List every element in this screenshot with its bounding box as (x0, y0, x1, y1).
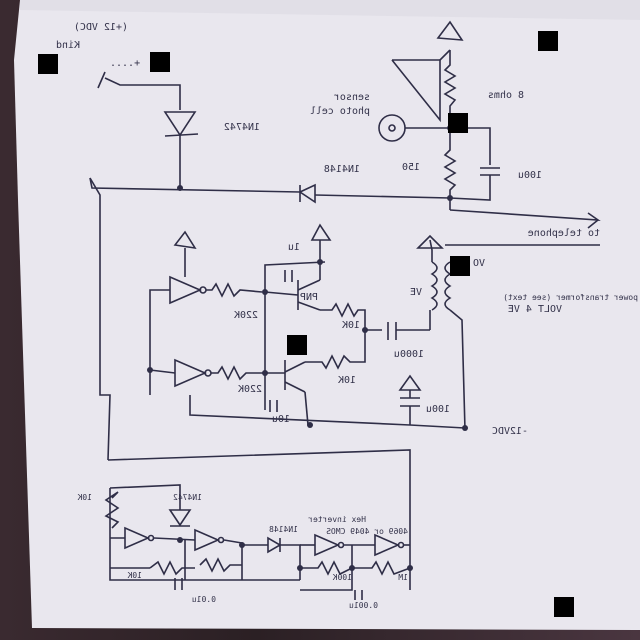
label-photo2: sensor (334, 92, 370, 103)
label-1m: 1M (398, 573, 408, 582)
label-to-telephone: to telephone (528, 228, 600, 239)
label-10k-b: 10K (338, 375, 356, 386)
label-diode-mid: 1N4148 (324, 164, 360, 175)
label-150: 150 (402, 162, 420, 173)
label-220k-a: 220K (234, 310, 258, 321)
label-diode-low: 1N4148 (269, 525, 298, 534)
label-zener-top: 1N4742 (224, 122, 260, 133)
label-10k-d: 10K (127, 571, 142, 580)
label-photo: photo cell (310, 106, 370, 117)
redaction-square (450, 256, 470, 276)
label-cap-01u: 0.01u (192, 595, 216, 604)
label-220k-b: 220K (238, 384, 262, 395)
label-minus12: -12VDC (492, 426, 528, 437)
schematic-labels: (+12 VDC) Kind ....+ 1N4742 1N4148 senso… (56, 22, 638, 610)
label-hex-inverter: Hex inverter (308, 515, 366, 524)
label-supply-top: (+12 VDC) (74, 22, 128, 33)
label-cap-100u: 100u (518, 170, 542, 181)
label-cap-1u: 1u (288, 242, 300, 253)
redaction-square (287, 335, 307, 355)
redaction-square (38, 54, 58, 74)
label-v-labels: VOLT 4 VE (508, 304, 562, 315)
label-cap-001u: 0.001u (349, 601, 378, 610)
redaction-square (448, 113, 468, 133)
label-transformer: power transformer (see text) (503, 293, 638, 302)
redaction-square (150, 52, 170, 72)
label-10k-a: 10K (342, 320, 360, 331)
schematic-ink (89, 20, 601, 600)
label-8ohm: 8 ohms (488, 90, 524, 101)
label-v-r: VO (473, 258, 485, 269)
label-cap-1000u: 1000u (394, 349, 424, 360)
label-supply-note: Kind (56, 40, 80, 51)
label-100k: 100K (333, 573, 352, 582)
label-hex-note: 4069 or 4049 CMOS (326, 527, 408, 536)
label-10k-c: 10K (77, 493, 92, 502)
label-cap-10u-a: 10u (272, 414, 290, 425)
label-pnp: PNP (300, 292, 318, 303)
label-supply-dots: ....+ (110, 58, 140, 69)
label-v-l: VE (410, 287, 422, 298)
redaction-square (538, 31, 558, 51)
label-zener-low: 1N4742 (173, 493, 202, 502)
redaction-square (554, 597, 574, 617)
label-cap-100u-b: 100u (426, 404, 450, 415)
